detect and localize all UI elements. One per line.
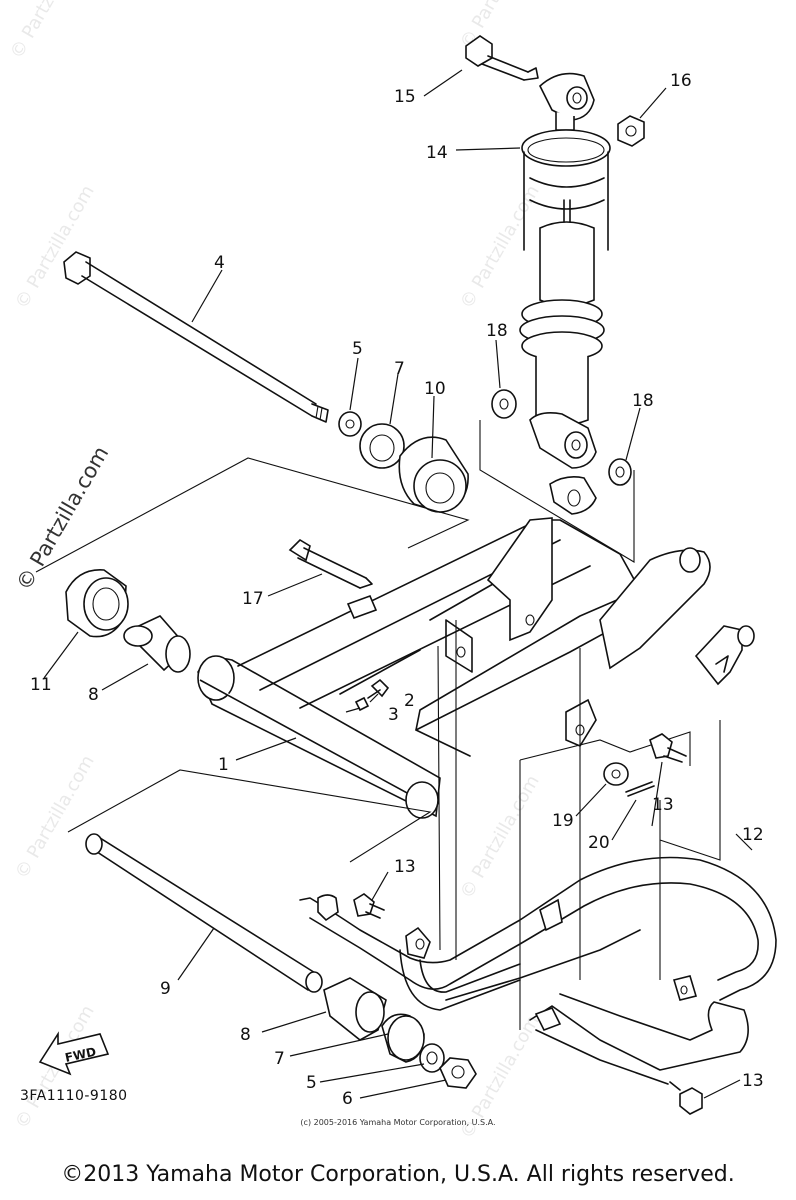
part-12-guard (299, 856, 777, 1085)
callout-13: 13 (394, 857, 416, 877)
pivot-parts-left (65, 569, 191, 673)
leader-lines (43, 69, 753, 1099)
callout-17: 17 (242, 589, 264, 609)
small-copyright: (c) 2005-2016 Yamaha Motor Corporation, … (300, 1118, 496, 1127)
callout-11: 11 (30, 675, 52, 695)
part-14-shock-absorber (519, 72, 611, 469)
pivot-parts-upper (338, 411, 469, 513)
callout-19: 19 (552, 811, 574, 831)
part-15-bolt (465, 35, 539, 81)
part-16-nut (617, 115, 645, 147)
watermark-text: © Partzilla.com (456, 772, 544, 903)
callout-18: 18 (632, 391, 654, 411)
callout-13: 13 (652, 795, 674, 815)
main-copyright: ©2013 Yamaha Motor Corporation, U.S.A. A… (61, 1162, 735, 1187)
callout-5: 5 (306, 1073, 317, 1093)
part-9-pipe (67, 769, 432, 993)
part-1-swingarm (197, 476, 755, 819)
part-17-pin (288, 538, 373, 589)
callout-9: 9 (160, 979, 171, 999)
part-4-pivot-shaft (63, 251, 329, 423)
fwd-arrow: FWD (38, 1031, 110, 1076)
parts-2-3 (354, 678, 390, 712)
part-18-collars (491, 389, 632, 486)
callout-16: 16 (670, 71, 692, 91)
watermark-text: © Partzilla.com (6, 0, 94, 63)
callout-7: 7 (394, 359, 405, 379)
callout-numbers: 15 16 14 4 5 7 10 18 18 17 11 8 2 3 1 19… (30, 71, 764, 1109)
callout-8: 8 (240, 1025, 251, 1045)
callout-14: 14 (426, 143, 448, 163)
drawing-code: 3FA1110-9180 (20, 1088, 128, 1104)
pivot-parts-lower (323, 977, 477, 1089)
callout-7: 7 (274, 1049, 285, 1069)
watermark-text: © Partzilla.com (11, 752, 99, 883)
callout-13: 13 (742, 1071, 764, 1091)
callout-3: 3 (388, 705, 399, 725)
watermark-text: © Partzilla.com (11, 182, 99, 313)
callout-20: 20 (588, 833, 610, 853)
callout-8: 8 (88, 685, 99, 705)
callout-5: 5 (352, 339, 363, 359)
callout-2: 2 (404, 691, 415, 711)
watermark-text: © Partzilla.com (456, 182, 544, 313)
callout-18: 18 (486, 321, 508, 341)
callout-1: 1 (218, 755, 229, 775)
fwd-label: FWD (64, 1045, 98, 1065)
callout-10: 10 (424, 379, 446, 399)
callout-4: 4 (214, 253, 225, 273)
callout-15: 15 (394, 87, 416, 107)
callout-12: 12 (742, 825, 764, 845)
callout-6: 6 (342, 1089, 353, 1109)
parts-13-19-20 (353, 733, 703, 1115)
